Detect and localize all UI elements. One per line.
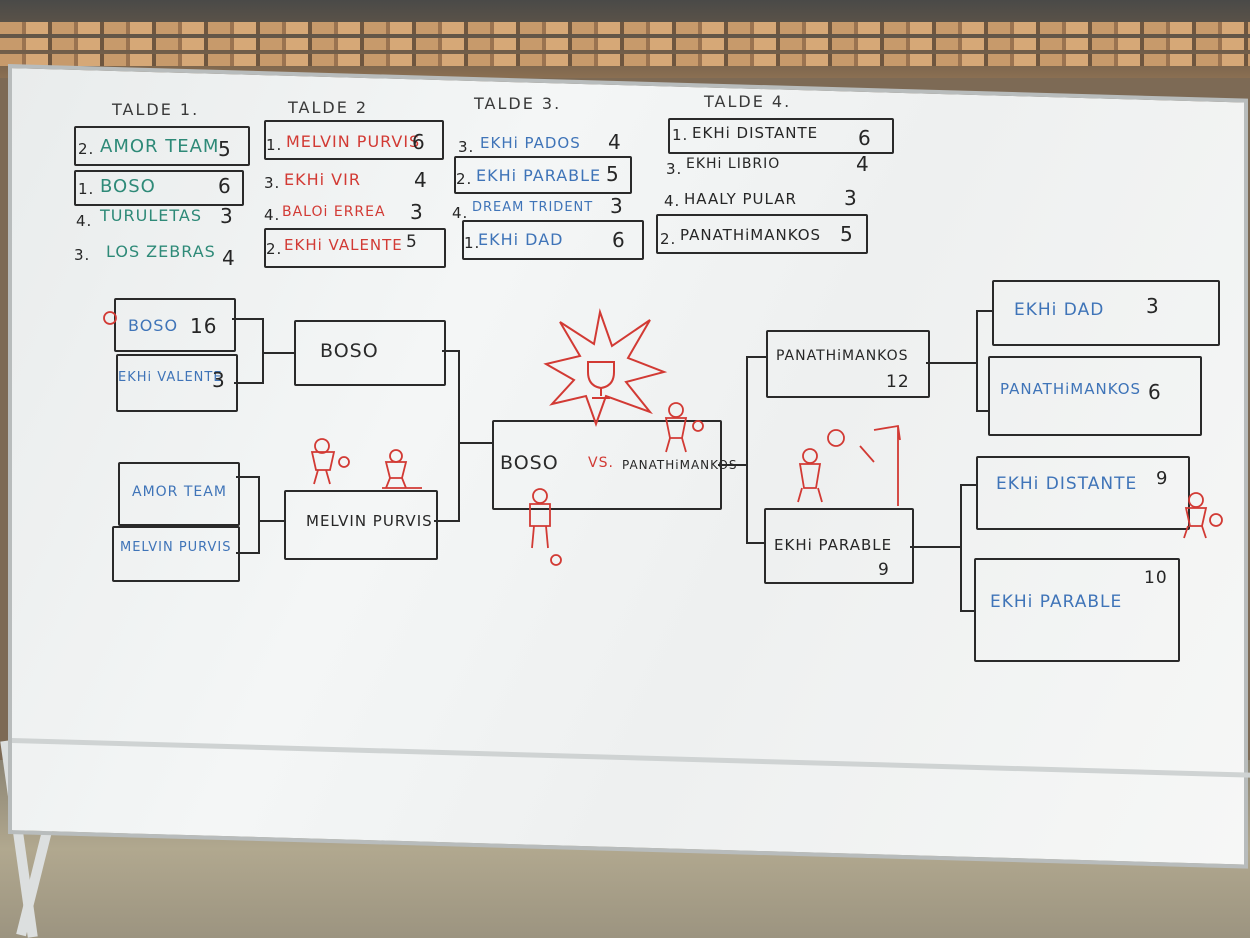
trophy-burst-drawing — [543, 308, 668, 427]
qf-team: MELVIN PURVIS — [120, 540, 232, 555]
qf-score: 10 — [1144, 568, 1168, 588]
final-team-left: BOSO — [500, 452, 559, 474]
rank-label: 4. — [264, 206, 281, 224]
team-name: DREAM TRIDENT — [472, 200, 594, 215]
team-name: PANATHiMANKOS — [680, 226, 822, 244]
row-box — [74, 126, 250, 166]
group-title: TALDE 4. — [704, 92, 792, 111]
sf-match-box — [284, 490, 438, 560]
rank-label: 1. — [78, 180, 95, 198]
score: 6 — [612, 228, 626, 252]
team-name: MELVIN PURVIS — [286, 132, 421, 151]
team-name: EKHi DISTANTE — [692, 124, 819, 142]
score: 4 — [222, 246, 236, 270]
sf-score: 12 — [886, 372, 910, 392]
group-title: TALDE 3. — [474, 94, 562, 113]
score: 5 — [406, 232, 418, 252]
qf-score: 6 — [1148, 380, 1162, 404]
qf-score: 3 — [212, 368, 226, 392]
qf-match-box — [988, 356, 1202, 436]
team-name: TURULETAS — [100, 206, 202, 225]
score: 6 — [218, 174, 232, 198]
group-title: TALDE 1. — [112, 100, 200, 119]
sf-team: MELVIN PURVIS — [306, 512, 433, 530]
final-vs: VS. — [588, 455, 614, 471]
row-box — [454, 156, 632, 194]
score: 4 — [856, 152, 870, 176]
final-team-right: PANATHiMANKOS — [622, 458, 738, 472]
row-box — [264, 228, 446, 268]
score: 5 — [606, 162, 620, 186]
rank-label: 2. — [456, 170, 473, 188]
team-name: BOSO — [100, 176, 156, 197]
qf-team: AMOR TEAM — [132, 484, 227, 500]
team-name: EKHi PARABLE — [476, 166, 602, 185]
team-name: EKHi LIBRIO — [686, 156, 781, 172]
rank-label: 2. — [266, 240, 283, 258]
score: 5 — [218, 137, 232, 161]
qf-team: PANATHiMANKOS — [1000, 380, 1142, 398]
rank-label: 3. — [74, 246, 91, 264]
row-box — [264, 120, 444, 160]
team-name: EKHi VALENTE — [284, 236, 403, 254]
rank-label: 1. — [464, 234, 481, 252]
qf-team: EKHi DAD — [1014, 300, 1105, 320]
row-box — [462, 220, 644, 260]
score: 3 — [410, 200, 424, 224]
qf-match-box — [976, 456, 1190, 530]
score: 4 — [608, 130, 622, 154]
group-title: TALDE 2 — [288, 98, 369, 117]
qf-score: 16 — [190, 314, 218, 338]
rank-label: 3. — [666, 160, 683, 178]
rank-label: 4. — [664, 192, 681, 210]
score: 4 — [414, 168, 428, 192]
row-box — [656, 214, 868, 254]
team-name: EKHi VIR — [284, 170, 361, 189]
sf-team: PANATHiMANKOS — [776, 348, 909, 364]
sf-team: BOSO — [320, 340, 379, 362]
rank-label: 2. — [78, 140, 95, 158]
rank-label: 3. — [264, 174, 281, 192]
qf-match-box — [118, 462, 240, 526]
row-box — [668, 118, 894, 154]
player-figure-drawing — [103, 311, 1223, 566]
score: 5 — [840, 222, 854, 246]
rank-label: 1. — [672, 126, 689, 144]
arena-stands — [0, 0, 1250, 78]
qf-team: BOSO — [128, 316, 179, 335]
sf-score: 9 — [878, 560, 890, 580]
qf-team: EKHi DISTANTE — [996, 474, 1138, 494]
team-name: EKHi PADOS — [480, 134, 581, 152]
team-name: AMOR TEAM — [100, 136, 220, 157]
rank-label: 1. — [266, 136, 283, 154]
sf-match-box — [766, 330, 930, 398]
qf-match-box — [114, 298, 236, 352]
rank-label: 4. — [452, 204, 469, 222]
qf-match-box — [112, 526, 240, 582]
score: 3 — [844, 186, 858, 210]
team-name: HAALY PULAR — [684, 190, 797, 208]
qf-match-box — [974, 558, 1180, 662]
rank-label: 4. — [76, 212, 93, 230]
qf-match-box — [992, 280, 1220, 346]
sf-team: EKHi PARABLE — [774, 536, 893, 554]
qf-team: EKHi PARABLE — [990, 592, 1123, 612]
qf-team: EKHi VALENTE — [118, 370, 223, 385]
score: 3 — [220, 204, 234, 228]
row-box — [74, 170, 244, 206]
score: 6 — [858, 126, 872, 150]
qf-score: 9 — [1156, 468, 1169, 489]
team-name: BALOi ERREA — [282, 204, 386, 220]
rank-label: 2. — [660, 230, 677, 248]
score: 3 — [610, 194, 624, 218]
qf-score: 3 — [1146, 294, 1160, 318]
sf-match-box — [294, 320, 446, 386]
rank-label: 3. — [458, 138, 475, 156]
team-name: LOS ZEBRAS — [106, 242, 216, 261]
score: 6 — [412, 130, 426, 154]
team-name: EKHi DAD — [478, 230, 564, 249]
